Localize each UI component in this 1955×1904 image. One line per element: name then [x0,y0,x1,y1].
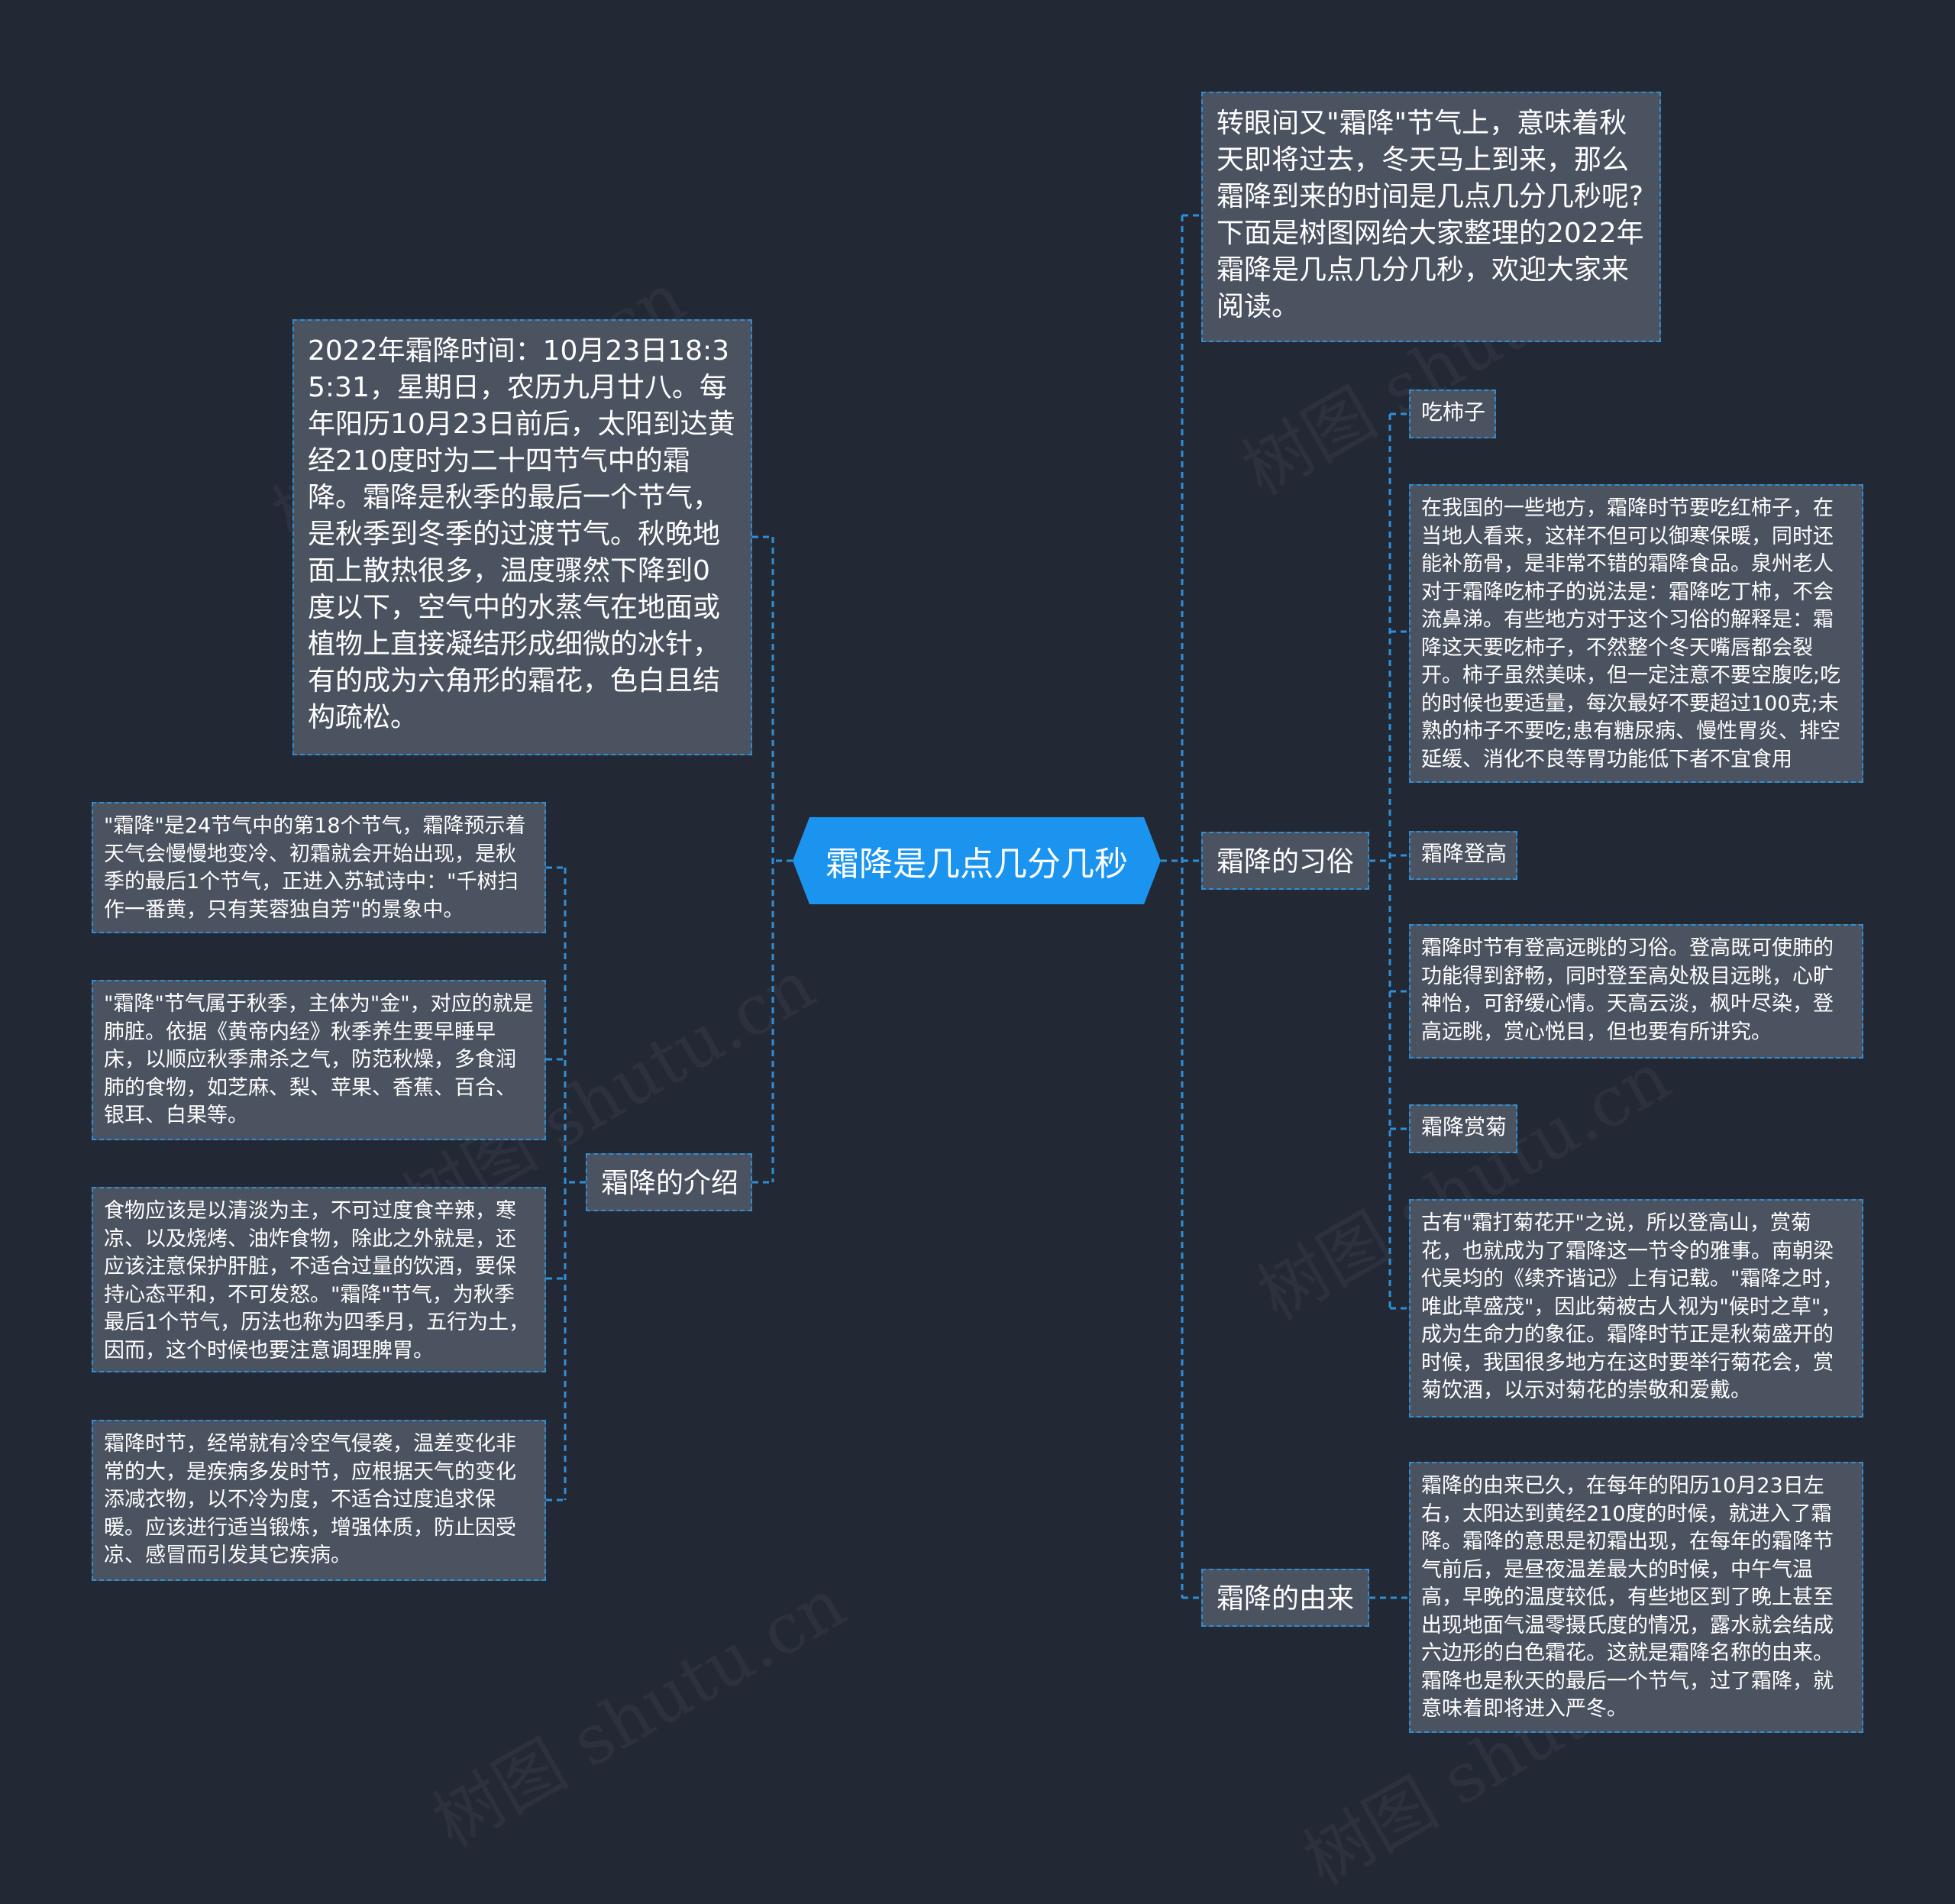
intro-item-1[interactable]: "霜降"是24节气中的第18个节气，霜降预示着天气会慢慢地变冷、初霜就会开始出现… [92,802,546,933]
custom-item-persimmon[interactable]: 吃柿子 [1409,390,1496,438]
intro-branch-node[interactable]: 霜降的介绍 [586,1153,752,1211]
custom-item-climb[interactable]: 霜降登高 [1409,831,1517,880]
root-title: 霜降是几点几分几秒 [826,845,1128,884]
intro-item-4[interactable]: 霜降时节，经常就有冷空气侵袭，温差变化非常的大，是疾病多发时节，应根据天气的变化… [92,1420,546,1581]
intro-top-node[interactable]: 转眼间又"霜降"节气上，意味着秋天即将过去，冬天马上到来，那么霜降到来的时间是几… [1201,92,1661,342]
time-node[interactable]: 2022年霜降时间：10月23日18:35:31，星期日，农历九月廿八。每年阳历… [292,319,752,755]
custom-detail-climb[interactable]: 霜降时节有登高远眺的习俗。登高既可使肺的功能得到舒畅，同时登至高处极目远眺，心旷… [1409,924,1863,1059]
custom-detail-chrysanthemum[interactable]: 古有"霜打菊花开"之说，所以登高山，赏菊花，也就成为了霜降这一节令的雅事。南朝梁… [1409,1199,1863,1417]
root-node[interactable]: 霜降是几点几分几秒 [793,817,1161,904]
origin-detail[interactable]: 霜降的由来已久，在每年的阳历10月23日左右，太阳达到黄经210度的时候，就进入… [1409,1462,1863,1733]
custom-item-chrysanthemum[interactable]: 霜降赏菊 [1409,1104,1517,1153]
mind-map-canvas: 树图 shutu.cn 树图 shutu.cn 树图 shutu.cn 树图 s… [92,92,1863,1733]
connector-lines [546,214,1409,1599]
custom-branch-node[interactable]: 霜降的习俗 [1201,832,1369,890]
intro-item-3[interactable]: 食物应该是以清淡为主，不可过度食辛辣，寒凉、以及烧烤、油炸食物，除此之外就是，还… [92,1187,546,1372]
custom-detail-persimmon[interactable]: 在我国的一些地方，霜降时节要吃红柿子，在当地人看来，这样不但可以御寒保暖，同时还… [1409,484,1863,783]
origin-branch-node[interactable]: 霜降的由来 [1201,1569,1369,1627]
intro-item-2[interactable]: "霜降"节气属于秋季，主体为"金"，对应的就是肺脏。依据《黄帝内经》秋季养生要早… [92,980,546,1140]
